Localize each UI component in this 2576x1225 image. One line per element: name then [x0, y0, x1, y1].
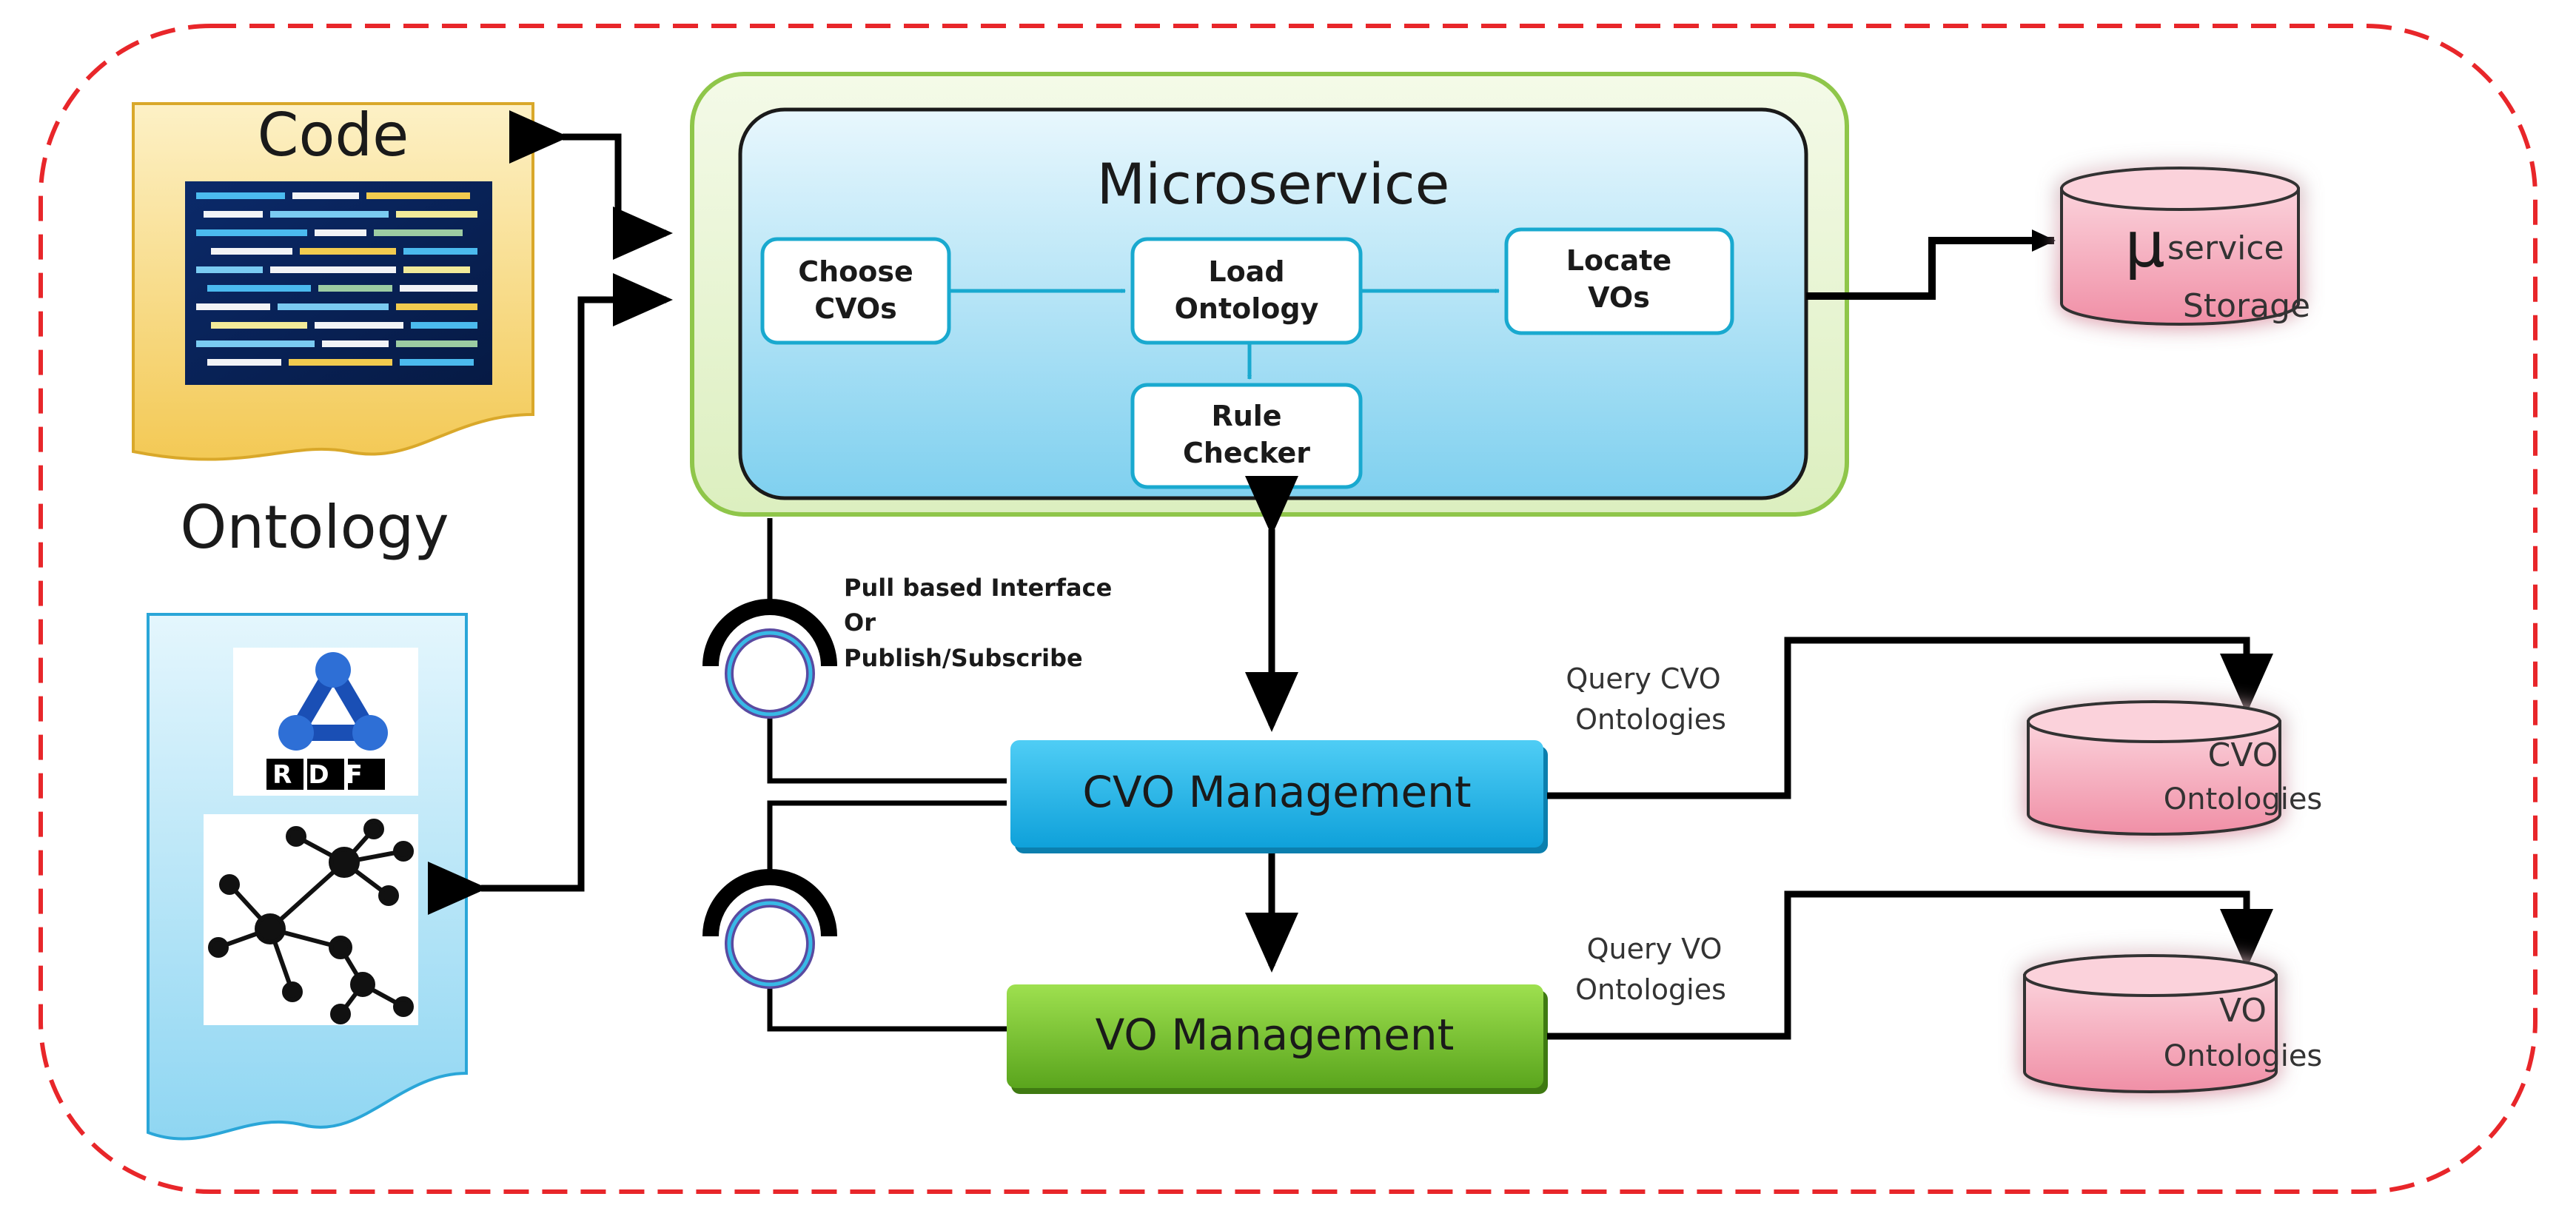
- code-document: Code: [132, 101, 534, 461]
- step-load-line1: Load: [1208, 255, 1284, 288]
- step-choose-cvos: Choose CVOs: [760, 237, 951, 345]
- vo-db-line1: VO: [2219, 992, 2267, 1030]
- socket-interface-bottom: [702, 869, 837, 989]
- code-to-microservice-connector: [509, 110, 673, 260]
- storage-mu: μ: [2124, 208, 2165, 282]
- interface-label-line3: Publish/Subscribe: [844, 644, 1083, 672]
- query-cvo-line1: Query CVO: [1566, 662, 1720, 695]
- vo-management-box: VO Management: [1007, 984, 1548, 1094]
- interface-lines: [767, 518, 1007, 1032]
- ontology-label: Ontology: [180, 493, 449, 562]
- cvo-management-box: CVO Management: [1010, 740, 1548, 853]
- rdf-logo-icon: RDF: [266, 652, 388, 790]
- vo-query-connector: [1547, 890, 2273, 1040]
- rdf-text: RDF: [272, 760, 379, 790]
- cvo-query-connector: [1547, 637, 2273, 799]
- cvo-ontologies-db: [2027, 700, 2281, 836]
- storage-label: Storage: [2183, 287, 2310, 325]
- storage-service: service: [2167, 229, 2284, 267]
- step-choose-line2: CVOs: [814, 292, 897, 325]
- vo-management-label: VO Management: [1096, 1010, 1455, 1060]
- code-title: Code: [258, 101, 409, 170]
- query-vo-line2: Ontologies: [1575, 973, 1726, 1006]
- microservice-title: Microservice: [1097, 151, 1450, 217]
- step-load-ontology: Load Ontology: [1130, 237, 1363, 345]
- socket-interface-top: [702, 599, 837, 719]
- cvo-db-line1: CVO: [2208, 736, 2278, 774]
- step-rule-line1: Rule: [1211, 400, 1281, 432]
- step-locate-line1: Locate: [1566, 244, 1671, 277]
- system-boundary: [38, 24, 2538, 1194]
- graph-network-icon: [208, 819, 414, 1024]
- cvo-management-label: CVO Management: [1082, 767, 1471, 817]
- step-rule-checker: Rule Checker: [1130, 383, 1363, 489]
- interface-label-line2: Or: [844, 608, 876, 637]
- step-locate-vos: Locate VOs: [1504, 227, 1734, 335]
- microservice-to-storage-connector: [1806, 229, 2056, 300]
- ontology-document: RDF: [147, 613, 468, 1141]
- step-rule-line2: Checker: [1183, 437, 1310, 469]
- step-choose-line1: Choose: [798, 255, 913, 288]
- ontology-to-microservice-connector: [428, 273, 673, 915]
- graph-image: [204, 814, 418, 1025]
- query-cvo-line2: Ontologies: [1575, 703, 1726, 736]
- microservice-flow-arrows: [949, 289, 1500, 380]
- query-vo-line1: Query VO: [1587, 933, 1723, 965]
- step-load-line2: Ontology: [1175, 292, 1319, 325]
- interface-label-line1: Pull based Interface: [844, 574, 1112, 602]
- vo-ontologies-db: [2023, 954, 2278, 1093]
- microservice-storage-db: [2060, 167, 2300, 326]
- vo-db-line2: Ontologies: [2164, 1039, 2323, 1073]
- step-locate-line2: VOs: [1588, 281, 1650, 314]
- cvo-db-line2: Ontologies: [2164, 782, 2323, 816]
